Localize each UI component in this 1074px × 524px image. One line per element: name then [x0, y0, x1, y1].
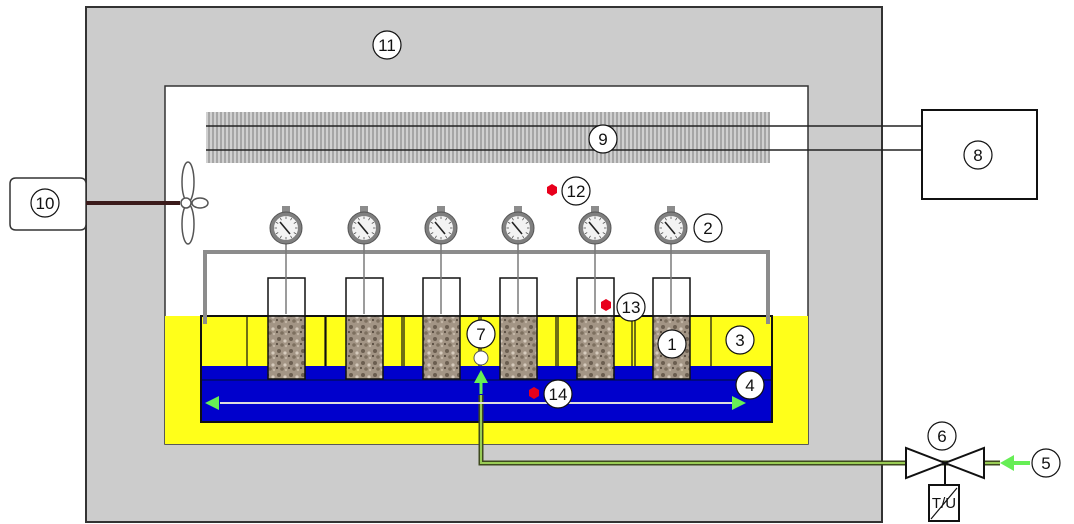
- valve-actuator-label: T/U: [932, 495, 956, 512]
- callout-text: 7: [476, 325, 485, 344]
- sensor-14: [529, 387, 539, 399]
- callout-13: 13: [616, 292, 646, 322]
- callout-text: 4: [745, 376, 754, 395]
- water-supply-pipe: [478, 395, 1000, 466]
- callout-11: 11: [372, 30, 402, 60]
- callout-text: 2: [703, 219, 712, 238]
- fan-icon: [180, 161, 209, 245]
- callout-5: 5: [1031, 448, 1061, 478]
- callout-text: 6: [937, 427, 946, 446]
- callout-text: 13: [622, 298, 641, 317]
- callout-text: 8: [973, 146, 982, 165]
- fan-assembly: [9, 161, 209, 245]
- callout-7: 7: [466, 319, 496, 349]
- dial-gauge-icon: [578, 206, 612, 314]
- callout-9: 9: [588, 124, 618, 154]
- callout-2: 2: [693, 213, 723, 243]
- callout-text: 10: [36, 194, 55, 213]
- sensor-12: [547, 184, 557, 196]
- callout-12: 12: [561, 176, 591, 206]
- water-inlet-float: [473, 350, 489, 366]
- flow-arrows: [205, 370, 1030, 471]
- solenoid-valve-icon: T/U: [905, 446, 985, 522]
- callout-6: 6: [927, 421, 957, 451]
- callout-1: 1: [657, 329, 687, 359]
- heating-element-icon: [206, 112, 770, 163]
- gauge-frame: [203, 250, 770, 324]
- dial-gauge-icon: [347, 206, 381, 314]
- dial-gauge-icon: [424, 206, 458, 314]
- callout-14: 14: [543, 379, 573, 409]
- callout-text: 11: [378, 36, 396, 55]
- callout-text: 5: [1041, 454, 1050, 473]
- callout-3: 3: [725, 325, 755, 355]
- dial-gauge-icon: [654, 206, 688, 314]
- dial-gauges: [269, 206, 688, 314]
- callout-4: 4: [735, 370, 765, 400]
- callout-text: 12: [567, 182, 586, 201]
- temperature-sensor-icon: [529, 184, 611, 399]
- callout-text: 1: [667, 335, 676, 354]
- callout-text: 14: [549, 385, 568, 404]
- callout-text: 9: [598, 130, 607, 149]
- callout-10: 10: [30, 188, 60, 218]
- sensor-13: [601, 299, 611, 311]
- callout-text: 3: [735, 331, 744, 350]
- controller-wires: [206, 125, 922, 151]
- dial-gauge-icon: [269, 206, 303, 314]
- dial-gauge-icon: [501, 206, 535, 314]
- callout-8: 8: [963, 140, 993, 170]
